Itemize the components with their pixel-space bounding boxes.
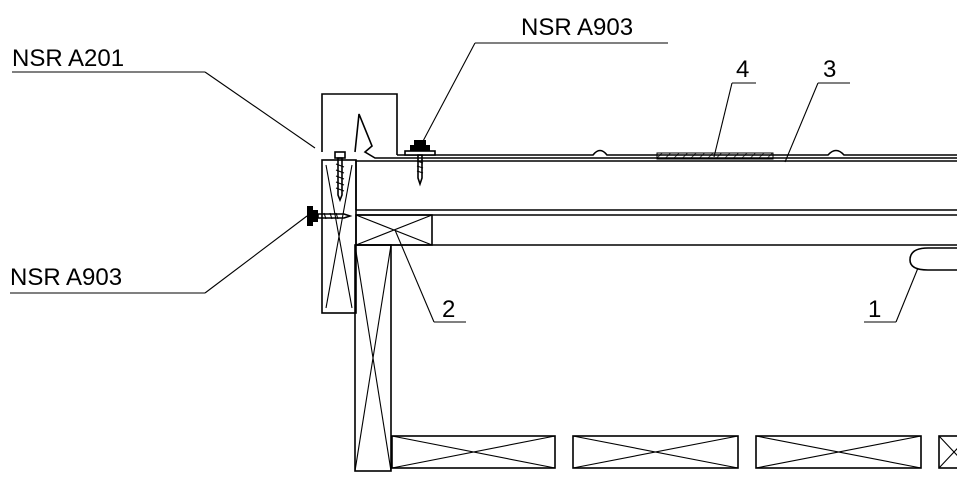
purlin-board (355, 160, 957, 211)
vertical-post (354, 244, 392, 472)
label-nsr-a903-top: NSR A903 (521, 14, 633, 41)
label-nsr-a903-left: NSR A903 (10, 264, 122, 291)
gutter-hook (909, 247, 957, 271)
fascia-screw (334, 151, 346, 203)
lower-beam (355, 214, 957, 246)
label-nsr-a201: NSR A201 (12, 45, 124, 72)
side-screw-nsr-a903 (307, 206, 353, 226)
label-item-3: 3 (823, 56, 836, 83)
label-item-2: 2 (442, 296, 455, 323)
edge-flashing-profile (321, 93, 957, 159)
label-item-4: 4 (736, 56, 749, 83)
top-screw-nsr-a903 (404, 140, 436, 187)
leader-lines (10, 42, 919, 323)
bottom-timbers (391, 435, 957, 469)
label-item-1: 1 (868, 296, 881, 323)
